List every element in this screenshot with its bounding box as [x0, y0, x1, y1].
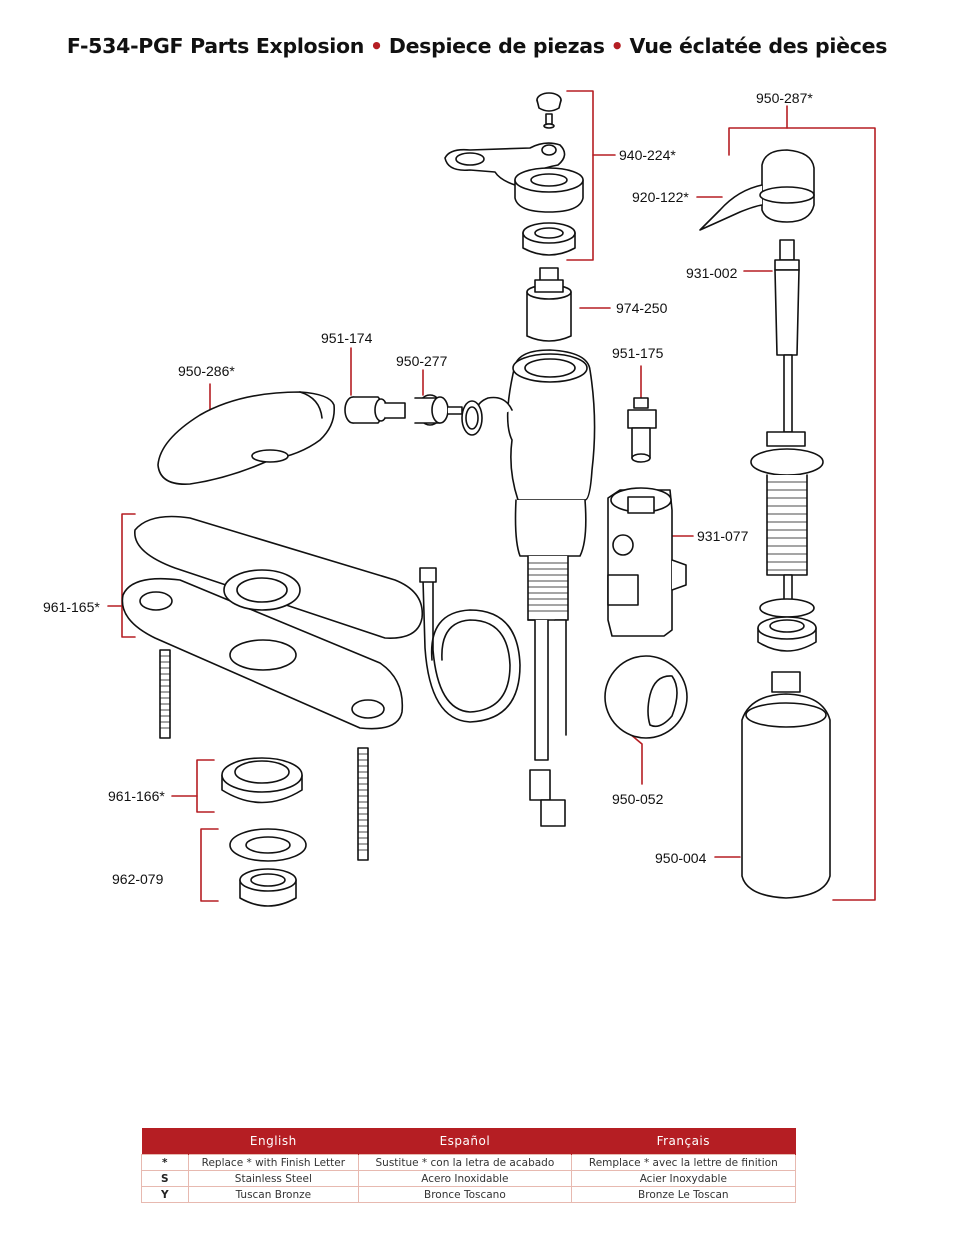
spray-head-part — [157, 391, 336, 485]
callout-label: 962-079 — [112, 871, 164, 887]
legend-header-code — [141, 1128, 189, 1155]
hose-connectors-part — [344, 394, 463, 426]
gasket-nut-part — [221, 757, 307, 907]
callout-label: 950-286* — [178, 363, 235, 379]
callout-label: 931-077 — [697, 528, 749, 544]
legend-english: Replace * with Finish Letter — [187, 1154, 360, 1171]
title-spanish: Despiece de piezas — [388, 34, 605, 58]
legend-english: Tuscan Bronze — [187, 1186, 360, 1203]
callout-brackets — [107, 90, 876, 902]
legend-code: Y — [141, 1186, 189, 1203]
callout-label: 920-122* — [632, 189, 689, 205]
check-valve-part — [627, 397, 657, 463]
table-row: S Stainless Steel Acero Inoxidable Acier… — [141, 1170, 797, 1187]
legend-english: Stainless Steel — [187, 1170, 360, 1187]
mounting-bolts-part — [159, 649, 369, 861]
legend-spanish: Sustitue * con la letra de acabado — [358, 1154, 572, 1171]
escutcheon-part — [121, 515, 424, 730]
table-row: Y Tuscan Bronze Bronce Toscano Bronze Le… — [141, 1186, 797, 1203]
legend-french: Remplace * avec la lettre de finition — [570, 1154, 797, 1171]
legend-header-french: Français — [571, 1128, 797, 1155]
title-separator: • — [610, 34, 624, 58]
diverter-part — [607, 487, 687, 637]
title-separator: • — [370, 34, 383, 58]
callout-label: 950-052 — [612, 791, 664, 807]
callout-label: 950-287* — [756, 90, 813, 106]
callout-label: 961-166* — [108, 788, 165, 804]
table-row: * Replace * with Finish Letter Sustitue … — [141, 1154, 797, 1171]
ball-part — [604, 655, 688, 739]
callout-label: 940-224* — [619, 147, 676, 163]
legend-french: Bronze Le Toscan — [570, 1186, 797, 1203]
callout-label: 951-175 — [612, 345, 664, 361]
soap-dispenser-part — [699, 149, 831, 899]
legend-spanish: Bronce Toscano — [358, 1186, 572, 1203]
callout-label: 961-165* — [43, 599, 100, 615]
legend-header-spanish: Español — [358, 1128, 572, 1155]
callout-label: 974-250 — [616, 300, 668, 316]
title-english: F-534-PGF Parts Explosion — [66, 34, 365, 58]
legend-header-row: English Español Français — [141, 1128, 797, 1155]
legend-code: S — [141, 1170, 189, 1187]
title-french: Vue éclatée des pièces — [629, 34, 888, 58]
hose-part — [419, 567, 521, 723]
faucet-body-part — [461, 349, 596, 827]
legend-code: * — [141, 1154, 189, 1171]
handle-assembly-part — [444, 92, 584, 256]
legend-french: Acier Inoxydable — [570, 1170, 797, 1187]
legend-header-english: English — [188, 1128, 360, 1155]
cartridge-part — [526, 267, 572, 342]
page-title: F-534-PGF Parts Explosion•Despiece de pi… — [0, 34, 954, 58]
callout-label: 950-277 — [396, 353, 448, 369]
callout-label: 951-174 — [321, 330, 373, 346]
callout-label: 950-004 — [655, 850, 707, 866]
finish-legend-table: English Español Français * Replace * wit… — [141, 1128, 797, 1203]
legend-spanish: Acero Inoxidable — [358, 1170, 572, 1187]
callout-label: 931-002 — [686, 265, 738, 281]
